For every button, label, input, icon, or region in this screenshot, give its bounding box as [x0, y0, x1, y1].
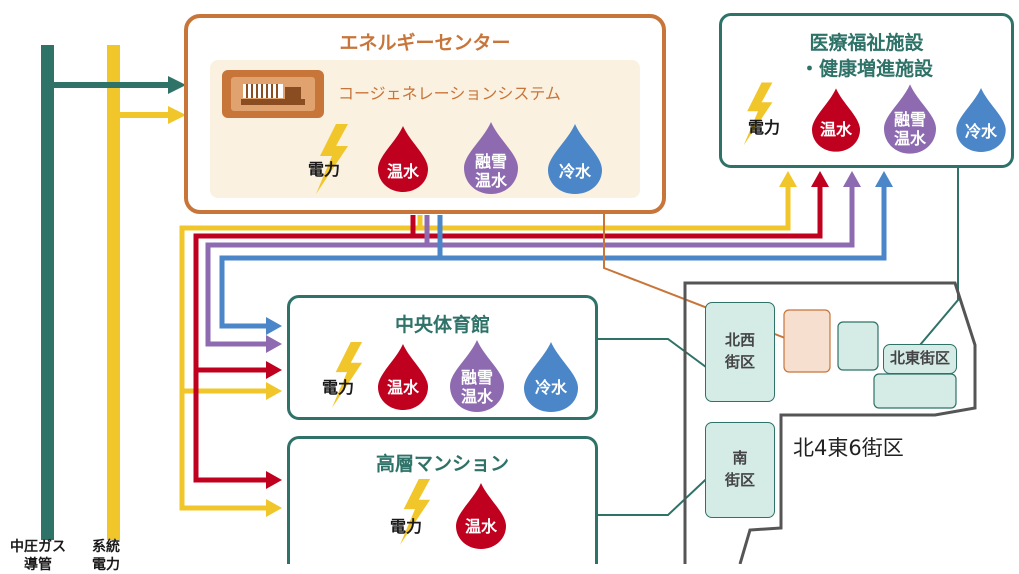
gym-title: 中央体育館: [394, 314, 490, 336]
map-outline: [683, 281, 977, 564]
mansion-location-line: [597, 467, 719, 516]
hot-water-label: 温水: [386, 378, 419, 397]
cold-water-drop: 冷水: [548, 124, 602, 194]
grid-power-line: [107, 45, 120, 540]
gas-arrow: [168, 76, 186, 94]
hot-water-label: 温水: [386, 162, 419, 181]
lightning-icon: [316, 124, 348, 194]
hot-water-drop: 温水: [378, 126, 428, 192]
cold-water-label: 冷水: [964, 122, 997, 141]
cold-water-label: 冷水: [534, 378, 567, 397]
hot-water-label: 温水: [819, 120, 852, 139]
cold-water-label: 冷水: [558, 162, 591, 181]
snow-melt-drop: 融雪 温水: [450, 340, 504, 412]
cold-water-drop: 冷水: [524, 342, 578, 412]
generator-icon: [222, 70, 324, 118]
snow-melt-label: 融雪 温水: [474, 152, 507, 190]
snow-melt-label: 融雪 温水: [893, 110, 926, 148]
hot-water-drop: 温水: [456, 483, 506, 549]
gym-location-line: [597, 338, 711, 371]
northeast-district: 北東街区: [883, 344, 957, 374]
hot-water-label: 温水: [464, 517, 497, 536]
energy-center-title: エネルギーセンター: [339, 32, 511, 54]
grid-power-label: 系統 電力: [92, 539, 120, 573]
hot-water-drop: 温水: [812, 88, 860, 152]
small-plot-2: [873, 373, 957, 409]
gas-pipe-label: 中圧ガス 導管: [10, 539, 66, 573]
lightning-icon: [331, 342, 363, 408]
mansion-box: 高層マンション 電力 温水: [287, 436, 598, 564]
snow-melt-label: 融雪 温水: [460, 368, 493, 406]
medical-title-line2: ・健康増進施設: [799, 58, 933, 80]
snow-melt-drop: 融雪 温水: [464, 122, 518, 194]
south-district: 南 街区: [705, 422, 775, 518]
lightning-icon: [399, 479, 431, 545]
hot-water-line: [193, 215, 416, 483]
medical-facility-box: 医療福祉施設 ・健康増進施設 電力 温水 融雪 温水 冷水: [719, 13, 1014, 168]
mansion-title: 高層マンション: [375, 453, 509, 475]
snow-melt-drop: 融雪 温水: [884, 84, 936, 154]
energy-center-box: エネルギーセンター コージェネレーションシステム 電力 温水 融雪 温水: [184, 14, 666, 214]
cogen-label: コージェネレーションシステム: [338, 84, 561, 103]
power-label: 電力: [748, 118, 781, 137]
map-caption: 北4東6街区: [793, 436, 904, 460]
cold-water-drop: 冷水: [956, 88, 1006, 152]
hot-water-drop: 温水: [378, 344, 428, 410]
snow-melt-line: [205, 215, 430, 347]
power-label: 電力: [308, 160, 341, 179]
grid-power-arrow: [168, 106, 186, 124]
small-plot-1: [837, 321, 879, 371]
central-gym-box: 中央体育館 電力 温水 融雪 温水 冷水: [287, 295, 598, 420]
gas-pipe-line: [41, 45, 54, 540]
power-distribution-line: [179, 215, 423, 511]
power-label: 電力: [390, 517, 423, 536]
cold-water-line: [219, 215, 443, 329]
power-label: 電力: [322, 378, 355, 397]
medical-location-line: [919, 168, 959, 346]
lightning-icon: [743, 82, 773, 146]
northwest-district: 北西 街区: [705, 302, 775, 402]
energy-center-plot: [783, 309, 831, 373]
medical-title-line1: 医療福祉施設: [809, 32, 924, 54]
